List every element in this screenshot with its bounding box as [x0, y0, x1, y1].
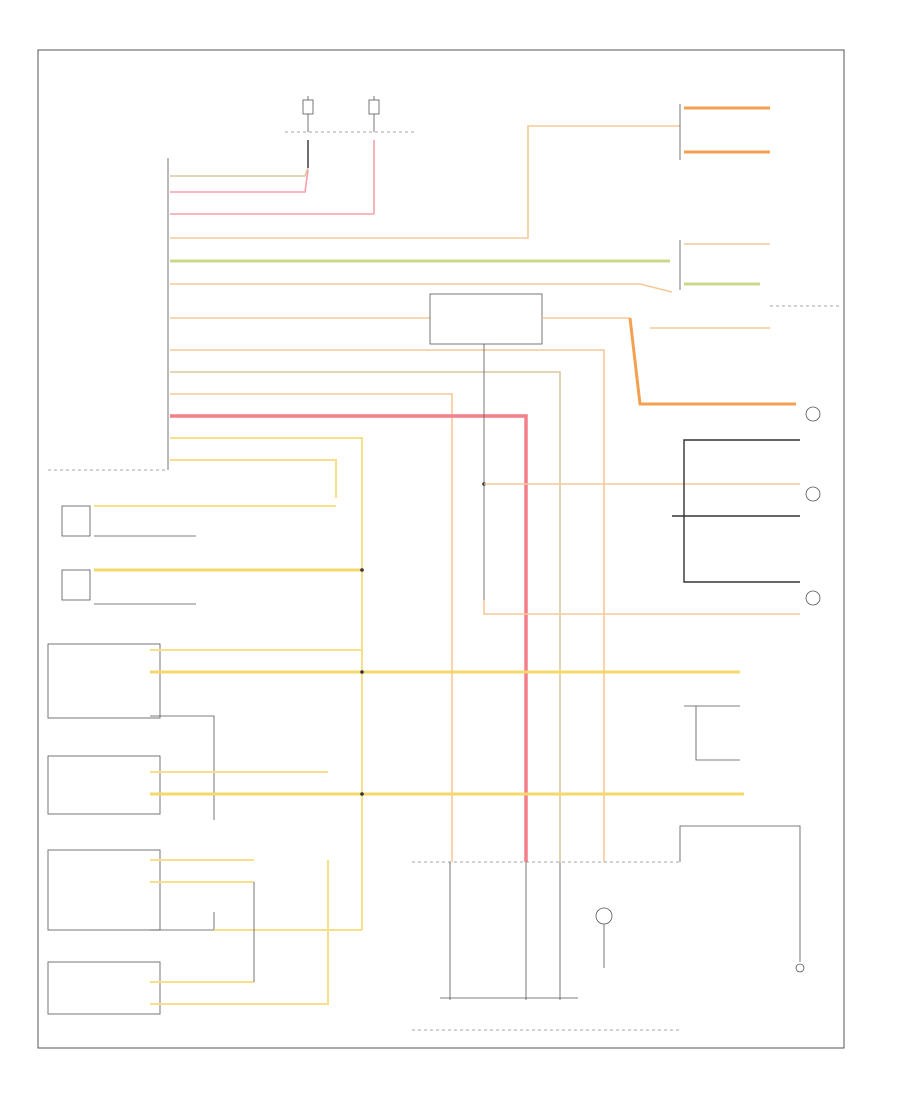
left-lamps [61, 505, 362, 605]
left-switches [47, 568, 744, 1015]
bottom-module [412, 861, 682, 1031]
right-lamp-cluster [672, 406, 821, 606]
wire-group-left [170, 125, 680, 930]
left-connector [48, 158, 169, 471]
diagram-frame [37, 49, 845, 1049]
central-module [429, 293, 800, 615]
fuse-block-top [285, 96, 415, 214]
right-upper-lamps [650, 104, 840, 329]
right-switches [679, 705, 805, 973]
